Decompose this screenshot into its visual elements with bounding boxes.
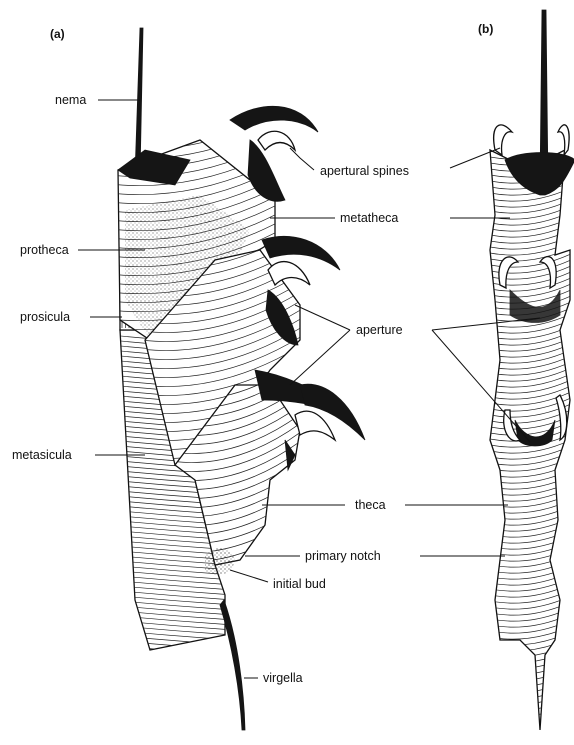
- label-protheca: protheca: [20, 243, 69, 257]
- label-nema: nema: [55, 93, 86, 107]
- virgella-spine: [220, 600, 245, 730]
- panel-b-illustration: [485, 10, 574, 735]
- label-prosicula: prosicula: [20, 310, 70, 324]
- apertural-spine-1b: [258, 131, 295, 150]
- growth-line: [110, 660, 235, 670]
- apertural-spine-3b: [295, 411, 335, 440]
- growth-line: [485, 672, 574, 687]
- panel-a-illustration: [110, 28, 365, 730]
- growth-line: [485, 720, 574, 735]
- growth-line: [485, 690, 574, 705]
- label-theca: theca: [355, 498, 386, 512]
- leader-aperture-a1: [295, 305, 350, 330]
- label-aperture: aperture: [356, 323, 403, 337]
- leader-apertural-spines-a: [290, 148, 314, 170]
- spine-b-1l: [494, 125, 512, 155]
- growth-line: [110, 645, 235, 655]
- growth-line: [110, 655, 235, 665]
- panel-label-a: (a): [50, 27, 65, 41]
- label-metatheca: metatheca: [340, 211, 398, 225]
- label-initial-bud: initial bud: [273, 577, 326, 591]
- panel-label-b: (b): [478, 22, 493, 36]
- label-metasicula: metasicula: [12, 448, 72, 462]
- growth-line: [485, 714, 574, 729]
- growth-line: [485, 666, 574, 681]
- growth-line: [485, 660, 574, 675]
- growth-line: [485, 684, 574, 699]
- label-primary-notch: primary notch: [305, 549, 381, 563]
- growth-line: [485, 654, 574, 669]
- growth-line: [485, 708, 574, 723]
- growth-line: [485, 702, 574, 717]
- initial-bud: [205, 548, 235, 575]
- label-apertural-spines: apertural spines: [320, 164, 409, 178]
- growth-line: [485, 678, 574, 693]
- label-virgella: virgella: [263, 671, 303, 685]
- leader-initial-bud: [230, 570, 268, 582]
- apertural-spine-1a: [230, 106, 318, 132]
- growth-line: [110, 650, 235, 660]
- growth-line: [485, 696, 574, 711]
- apertural-spine-2b: [268, 262, 310, 285]
